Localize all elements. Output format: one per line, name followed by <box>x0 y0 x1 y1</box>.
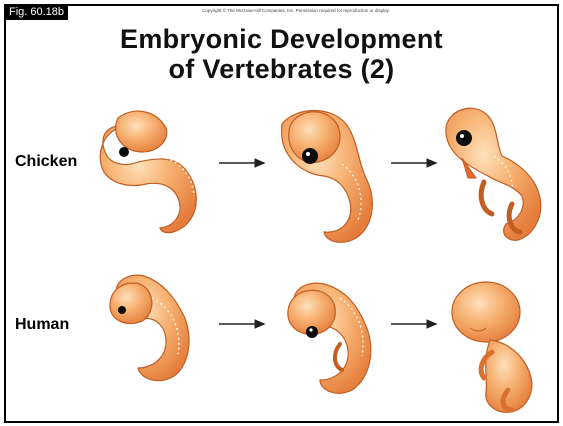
eye-icon <box>118 306 126 314</box>
eye-icon <box>456 130 472 146</box>
eye-highlight <box>309 328 312 331</box>
eye-icon <box>119 147 129 157</box>
human-embryo-stage-1 <box>110 275 189 380</box>
chicken-embryo-stage-1 <box>100 111 196 233</box>
figure-frame: Fig. 60.18b Copyright © The McGraw-Hill … <box>4 4 559 423</box>
eye-icon <box>302 148 318 164</box>
eye-icon <box>306 326 318 338</box>
human-embryo-stage-3 <box>452 282 532 412</box>
human-embryo-stage-2 <box>288 283 371 393</box>
eye-highlight <box>306 152 310 156</box>
chicken-embryo-stage-2 <box>282 111 373 243</box>
head <box>452 282 520 342</box>
chicken-embryo-stage-3 <box>446 108 541 240</box>
embryo-illustration <box>6 6 557 421</box>
eye-highlight <box>460 134 464 138</box>
